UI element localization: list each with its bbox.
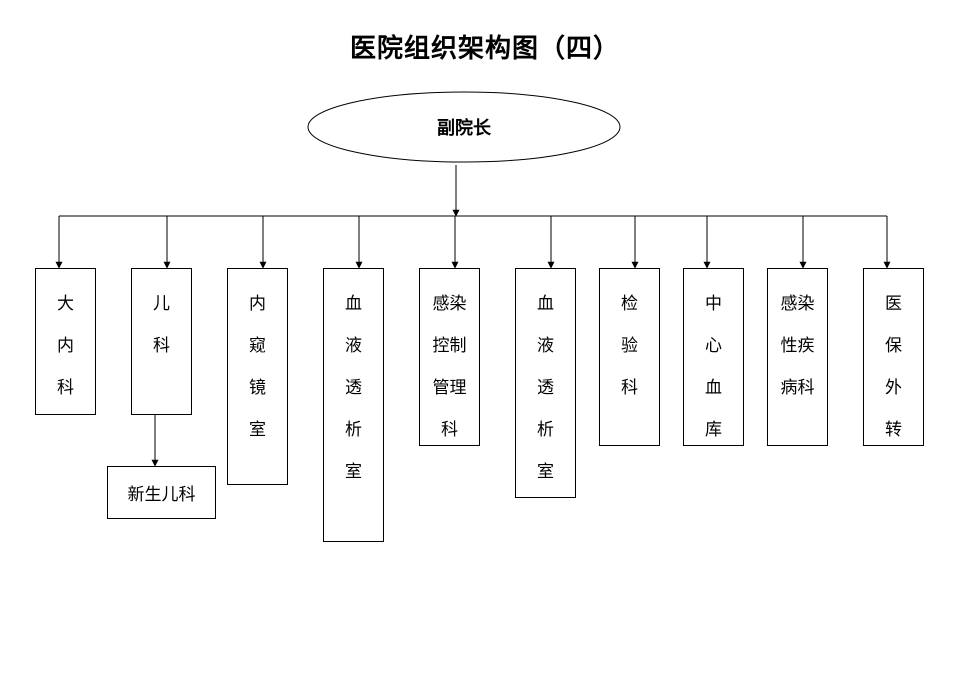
department-label-line: 儿 — [153, 294, 170, 314]
chart-title: 医院组织架构图（四） — [349, 34, 620, 64]
department-label-line: 内 — [57, 336, 74, 356]
department-label-line: 科 — [441, 420, 458, 440]
department-box: 内窥镜室 — [227, 268, 288, 485]
department-label-line: 血 — [345, 294, 362, 314]
department-box: 检验科 — [599, 268, 660, 446]
department-label-line: 液 — [537, 336, 554, 356]
department-label-line: 科 — [621, 378, 638, 398]
department-label-line: 大 — [57, 294, 74, 314]
department-box: 感染性疾病科 — [767, 268, 828, 446]
department-label-line: 镜 — [249, 378, 266, 398]
department-label-line: 心 — [705, 336, 722, 356]
department-label-line: 病科 — [780, 378, 815, 398]
root-node-shape — [307, 91, 621, 163]
department-label-line: 转 — [885, 420, 902, 440]
department-label-line: 室 — [345, 462, 362, 482]
department-label-line: 验 — [621, 336, 638, 356]
sub-department-box: 新生儿科 — [107, 466, 216, 519]
department-label-line: 控制 — [432, 336, 467, 356]
branch-arrows — [55, 216, 891, 269]
department-label-line: 库 — [705, 420, 722, 440]
department-label-line: 科 — [57, 378, 74, 398]
department-box: 大内科 — [35, 268, 96, 415]
department-label-line: 管理 — [432, 378, 467, 398]
department-label-line: 血 — [705, 378, 722, 398]
department-box: 感染控制管理科 — [419, 268, 480, 446]
department-label-line: 析 — [537, 420, 554, 440]
department-label-line: 内 — [249, 294, 266, 314]
department-label-line: 室 — [537, 462, 554, 482]
department-label-line: 保 — [885, 336, 902, 356]
department-label-line: 透 — [345, 378, 362, 398]
department-box: 医保外转 — [863, 268, 924, 446]
department-label-line: 性疾 — [780, 336, 815, 356]
department-label-line: 窥 — [249, 336, 266, 356]
department-label-line: 液 — [345, 336, 362, 356]
department-box: 血液透析室 — [323, 268, 384, 542]
department-box: 中心血库 — [683, 268, 744, 446]
department-label-line: 析 — [345, 420, 362, 440]
department-label-line: 血 — [537, 294, 554, 314]
department-label-line: 室 — [249, 420, 266, 440]
department-box: 儿科 — [131, 268, 192, 415]
department-box: 血液透析室 — [515, 268, 576, 498]
department-label-line: 透 — [537, 378, 554, 398]
root-node: 副院长 — [437, 118, 491, 139]
department-label-line: 感染 — [432, 294, 467, 314]
department-label-line: 感染 — [780, 294, 815, 314]
department-label-line: 中 — [705, 294, 722, 314]
department-label-line: 外 — [885, 378, 902, 398]
department-label-line: 医 — [885, 294, 902, 314]
department-label-line: 科 — [153, 336, 170, 356]
department-label-line: 检 — [621, 294, 638, 314]
